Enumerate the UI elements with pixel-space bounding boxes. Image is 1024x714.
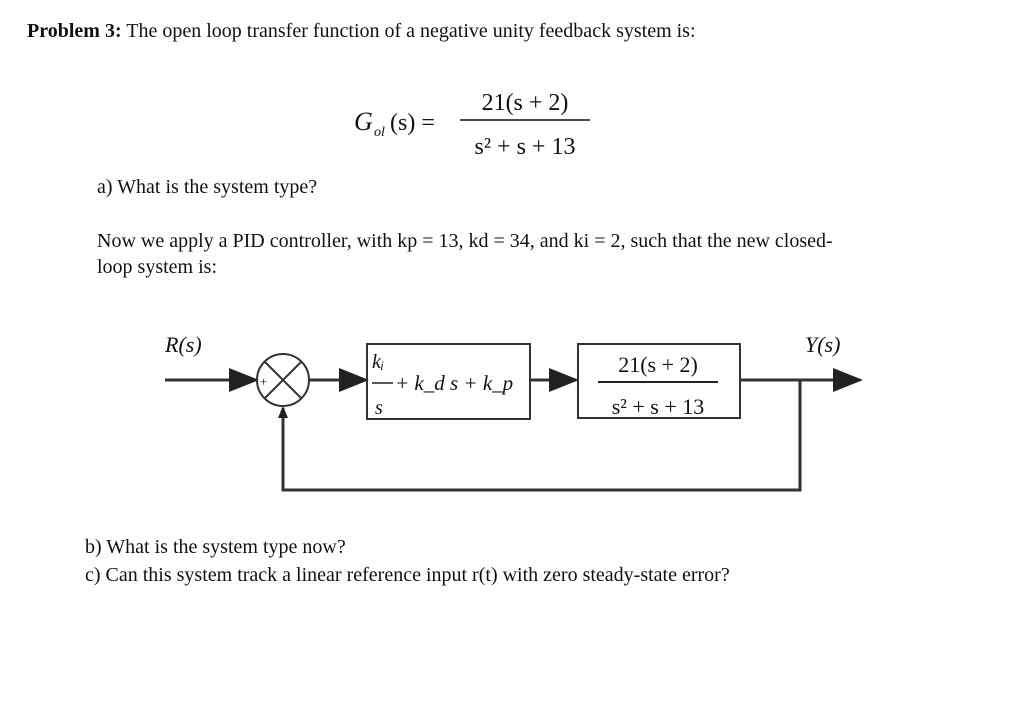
equation-denominator: s² + s + 13 [475, 134, 576, 160]
pid-text-line2: loop system is: [97, 256, 218, 278]
minus-sign: - [280, 402, 284, 417]
controller-ki-den: s [375, 397, 383, 419]
output-label: Y(s) [805, 332, 840, 357]
equation-lhs-symbol: G [354, 107, 373, 136]
problem-statement: The open loop transfer function of a neg… [126, 20, 696, 42]
feedback-path [281, 380, 802, 492]
plant-denominator: s² + s + 13 [612, 394, 705, 419]
plus-sign: + [260, 374, 267, 389]
pid-text-line1: Now we apply a PID controller, with kp =… [97, 230, 833, 252]
problem-heading: Problem 3: The open loop transfer functi… [27, 20, 696, 43]
input-label: R(s) [164, 332, 202, 357]
equation-lhs-subscript: ol [374, 125, 385, 140]
equation-numerator: 21(s + 2) [482, 90, 569, 116]
plant-numerator: 21(s + 2) [618, 352, 698, 377]
question-a: a) What is the system type? [97, 176, 318, 198]
question-c: c) Can this system track a linear refere… [85, 564, 730, 586]
controller-ki: kᵢ [372, 351, 384, 373]
question-b: b) What is the system type now? [85, 536, 346, 558]
equation-lhs-arg: (s) = [390, 110, 435, 136]
problem-label: Problem 3: [27, 20, 122, 42]
controller-rest: + k_d s + k_p [395, 371, 513, 395]
open-loop-equation: G ol (s) = 21(s + 2) s² + s + 13 [354, 90, 590, 160]
